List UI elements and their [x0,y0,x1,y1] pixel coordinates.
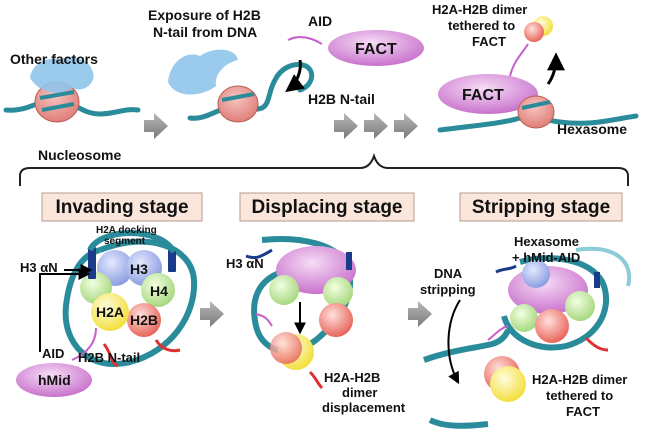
hmid-ellipse [16,363,92,397]
label-h2b-ntail: H2B N-tail [78,350,140,365]
panel-displacing [245,236,356,390]
gray-arrow [408,301,432,327]
label-h2a-h2b-3: FACT [472,34,506,49]
label-tether-3: FACT [566,404,600,419]
stage-box-invading [41,192,203,222]
h3-blob [522,260,550,288]
label-h2a: H2A [96,304,124,320]
other-factors-shape [30,57,94,93]
label-exposure-2: N-tail from DNA [153,24,257,40]
label-aid: AID [42,346,64,361]
stage-brace [19,152,629,186]
label-h4: H4 [150,283,168,299]
top-nucleosome-group [3,57,141,123]
h4-blob [141,273,175,307]
label-h3-alpha-n: H3 αN [20,260,58,275]
release-arrow [546,52,565,85]
stage-stripping: Stripping stage [472,197,610,218]
gray-arrow [394,113,418,139]
h2a-blob [490,366,526,402]
panel-invading [16,230,198,397]
label-aid: AID [308,13,332,29]
stage-displacing: Displacing stage [252,197,403,218]
top-exposure-group [168,30,424,123]
label-fact-2: FACT [462,87,504,104]
h4-blob [510,304,538,332]
h4-blob [269,275,299,305]
label-other-factors: Other factors [10,51,98,67]
label-h2b: H2B [130,312,158,328]
h4-blob [323,277,353,307]
label-h3: H3 [130,261,148,277]
gray-arrow [200,301,224,327]
exposure-arrow [285,59,305,93]
label-h3-alpha-n: H3 αN [226,256,264,271]
stage-box-stripping [459,192,623,222]
label-tether-2: tethered to [546,388,613,403]
label-fact: FACT [355,41,397,58]
other-factors-shape [168,49,238,95]
gray-arrow [334,113,358,139]
stage-box-displacing [239,192,415,222]
h2b-ball [524,22,544,42]
h4-blob [565,291,595,321]
label-h2a-h2b-1: H2A-H2B dimer [432,2,527,17]
label-hmid-aid: + hMid-AID [512,250,580,265]
stage-invading: Invading stage [55,197,188,218]
label-hexasome: Hexasome [557,121,627,137]
label-dna: DNA [434,266,463,281]
panel-stripping [422,246,632,429]
h2b-blob [535,309,569,343]
nucleosome-core [217,85,259,123]
top-arrows [144,113,418,139]
label-docking-2: segment [104,236,146,247]
label-stripping: stripping [420,282,476,297]
label-h2b-ntail: H2B N-tail [308,91,375,107]
label-disp-1: H2A-H2B [324,370,380,385]
label-disp-2: dimer [342,385,377,400]
gray-arrow [144,113,168,139]
label-exposure-1: Exposure of H2B [148,7,261,23]
h2b-blob [127,303,161,337]
fact-ellipse [438,74,538,114]
h2b-blob [319,303,353,337]
fact-ellipse [328,30,424,66]
label-hmid: hMid [38,372,71,388]
top-hexasome-group [437,16,639,133]
label-nucleosome: Nucleosome [38,147,121,163]
h2b-blob [270,332,302,364]
label-docking-1: H2A docking [96,225,157,236]
gray-arrow [364,113,388,139]
label-tether-1: H2A-H2B dimer [532,372,627,387]
label-h2a-h2b-2: tethered to [448,18,515,33]
label-hexasome: Hexasome [514,234,579,249]
h2a-blob [91,293,129,331]
label-disp-3: displacement [322,400,406,415]
